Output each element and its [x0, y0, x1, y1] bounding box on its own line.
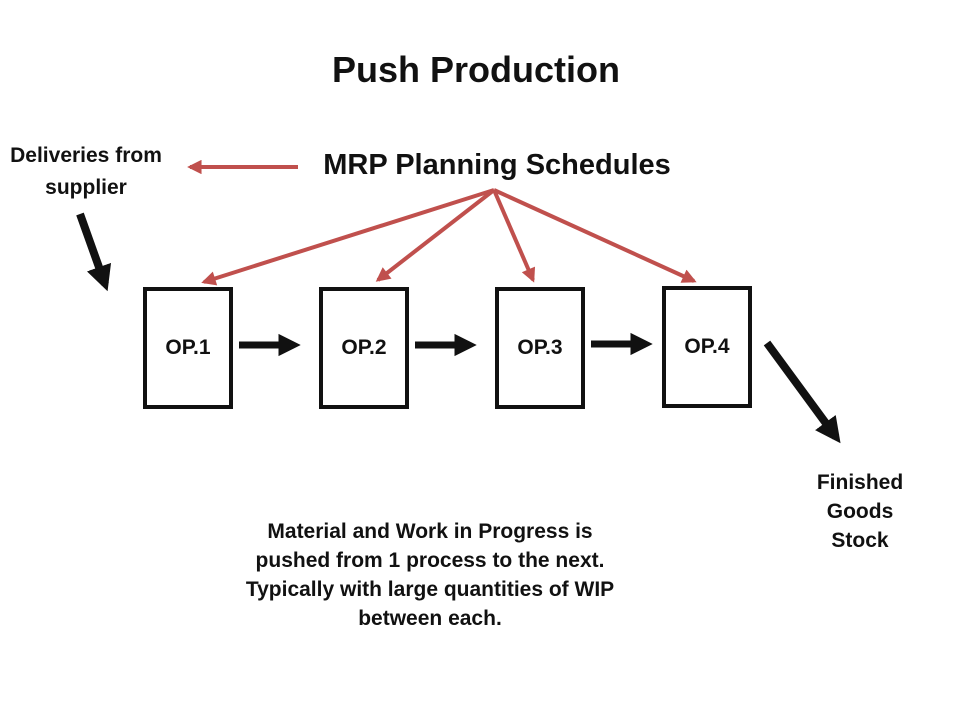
arrow-mrp-to-op4	[493, 188, 697, 283]
deliveries-label-line-1: Deliveries from	[10, 144, 162, 167]
caption-text: Material and Work in Progress is pushed …	[246, 517, 614, 633]
fgs-label-line-3: Stock	[831, 529, 889, 552]
caption-line-3: Typically with large quantities of WIP	[245, 578, 615, 601]
process-box-op2-label: OP.2	[341, 336, 387, 359]
deliveries-from-supplier-label: Deliveries from supplier	[10, 140, 162, 204]
process-box-op3: OP.3	[495, 287, 585, 409]
deliveries-label-line-2: supplier	[45, 176, 127, 199]
mrp-planning-schedules-label: MRP Planning Schedules	[323, 149, 671, 181]
process-box-op3-label: OP.3	[517, 336, 563, 359]
arrow-op4-to-finished-goods	[763, 340, 841, 444]
arrow-deliveries-to-op1	[76, 212, 112, 292]
process-box-op1-label: OP.1	[165, 336, 211, 359]
process-box-op2: OP.2	[319, 287, 409, 409]
caption-line-2: pushed from 1 process to the next.	[255, 549, 605, 572]
process-box-op4-label: OP.4	[684, 335, 730, 358]
fgs-label-line-1: Finished	[816, 471, 904, 494]
process-box-op4: OP.4	[662, 286, 752, 408]
caption-line-1: Material and Work in Progress is	[267, 520, 593, 543]
page-title: Push Production	[332, 49, 620, 90]
finished-goods-stock-label: Finished Goods Stock	[817, 468, 903, 555]
fgs-label-line-2: Goods	[826, 500, 894, 523]
arrow-mrp-to-op2	[375, 188, 496, 282]
caption-line-4: between each.	[358, 607, 502, 630]
process-box-op1: OP.1	[143, 287, 233, 409]
arrow-mrp-to-op1	[201, 188, 495, 286]
arrow-mrp-to-op3	[492, 189, 536, 283]
